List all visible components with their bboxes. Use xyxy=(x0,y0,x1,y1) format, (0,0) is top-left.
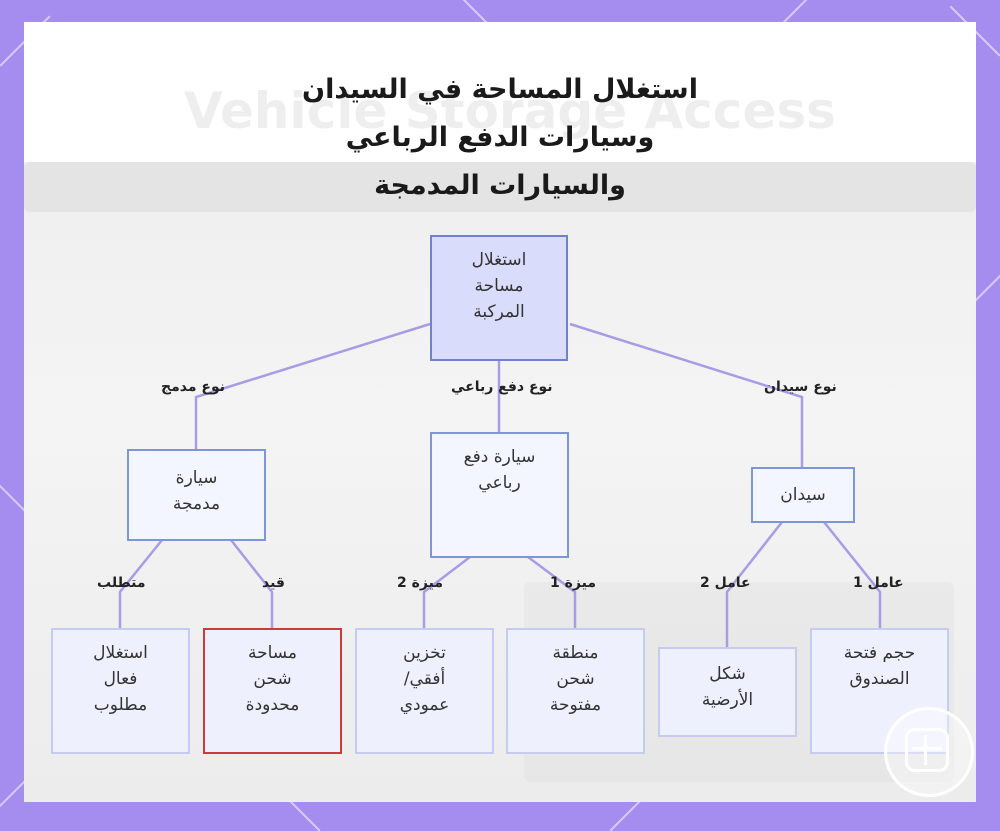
node-vehicle-space: استغلال مساحة المركبة xyxy=(430,235,568,361)
edge-root-sedan xyxy=(569,322,804,472)
edge-suv-open xyxy=(527,555,577,628)
node-storage: تخزين أفقي/ عمودي xyxy=(355,628,494,754)
node-sedan: سيدان xyxy=(751,467,855,523)
node-label: سيارة دفع رباعي xyxy=(463,447,536,493)
node-label: مساحة شحن محدودة xyxy=(245,643,300,715)
background-shade xyxy=(24,162,976,212)
edge-label-constraint: قيد xyxy=(262,575,285,591)
title-line-3: والسيارات المدمجة xyxy=(374,170,626,201)
edge-label-suv-type: نوع دفع رباعي xyxy=(451,379,553,395)
edge-label-compact-type: نوع مدمج xyxy=(161,379,225,395)
diagram-title: استغلال المساحة في السيدان وسيارات الدفع… xyxy=(24,66,976,210)
edge-root-compact xyxy=(194,322,431,449)
watermark-logo-icon xyxy=(884,707,974,797)
edge-compact-efficient xyxy=(118,539,163,628)
edge-label-requirement: متطلب xyxy=(97,575,146,591)
edge-compact-limited xyxy=(230,539,274,628)
node-compact-car: سيارة مدمجة xyxy=(127,449,266,541)
node-label: منطقة شحن مفتوحة xyxy=(549,643,602,715)
node-limited-cargo: مساحة شحن محدودة xyxy=(203,628,342,754)
title-line-2: وسيارات الدفع الرباعي xyxy=(345,122,655,153)
node-open-cargo-area: منطقة شحن مفتوحة xyxy=(506,628,645,754)
node-label: استغلال فعال مطلوب xyxy=(93,643,148,715)
diagram-edges xyxy=(118,322,882,647)
node-label: استغلال مساحة المركبة xyxy=(471,250,527,322)
node-suv: سيارة دفع رباعي xyxy=(430,432,569,558)
edge-label-feature-2: ميزة 2 xyxy=(397,575,443,591)
edge-label-sedan-type: نوع سيدان xyxy=(764,379,837,395)
node-floor-shape: شكل الأرضية xyxy=(658,647,797,737)
title-line-1: استغلال المساحة في السيدان xyxy=(302,74,698,105)
edge-label-factor-1: عامل 1 xyxy=(853,575,904,591)
edge-sedan-trunk xyxy=(823,521,882,628)
diagram-card: Vehicle Storage Access استغلال المساحة ف… xyxy=(24,22,976,802)
node-label: شكل الأرضية xyxy=(701,664,754,710)
edge-label-factor-2: عامل 2 xyxy=(700,575,751,591)
edge-sedan-shape xyxy=(725,521,783,647)
node-efficient-use: استغلال فعال مطلوب xyxy=(51,628,190,754)
edge-label-feature-1: ميزة 1 xyxy=(550,575,596,591)
node-label: تخزين أفقي/ عمودي xyxy=(399,643,450,715)
edge-suv-storage xyxy=(422,556,471,628)
node-label: حجم فتحة الصندوق xyxy=(843,643,916,689)
node-label: سيدان xyxy=(780,485,826,505)
background-text: Vehicle Storage Access xyxy=(184,82,836,140)
node-label: سيارة مدمجة xyxy=(172,468,221,514)
